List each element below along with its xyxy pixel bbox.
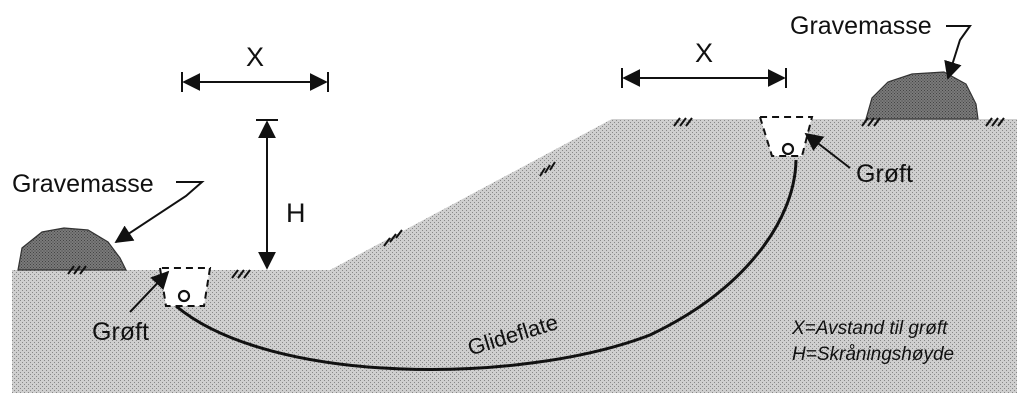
dimension-h-label: H — [286, 198, 306, 228]
dimension-h: H — [256, 119, 306, 270]
ditch-left — [158, 267, 212, 307]
spoil-right-label: Gravemasse — [790, 12, 932, 40]
ditch-left-label: Grøft — [92, 318, 149, 346]
spoil-heap-left — [17, 227, 127, 271]
pipe-right — [781, 142, 795, 156]
dimension-x-left-label: X — [246, 42, 264, 72]
ditch-left-cutout — [160, 268, 210, 306]
spoil-left-label: Gravemasse — [12, 170, 154, 198]
dimension-x-right: X — [621, 38, 787, 88]
ditch-right-leader — [804, 132, 851, 169]
spoil-heap-right — [865, 71, 979, 120]
legend-line-2: H=Skråningshøyde — [792, 344, 954, 365]
ground-hatches — [67, 117, 1005, 279]
slip-surface-curve — [175, 159, 798, 371]
ditch-right — [758, 116, 814, 157]
spoil-left-leader — [114, 181, 205, 243]
dimension-x-right-label: X — [695, 38, 713, 68]
ditch-right-label: Grøft — [856, 160, 913, 188]
legend-line-1: X=Avstand til grøft — [791, 318, 948, 339]
spoil-right-leader — [944, 25, 972, 80]
ditch-left-leader — [129, 270, 170, 313]
dimension-x-left: X — [181, 42, 329, 92]
ground-profile — [12, 119, 1017, 393]
pipe-left — [177, 289, 191, 303]
ditch-right-cutout — [760, 117, 812, 156]
